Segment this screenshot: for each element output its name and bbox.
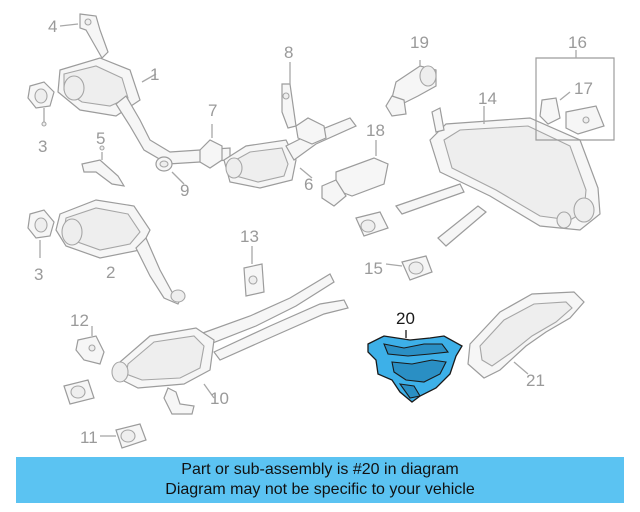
callout-14: 14	[478, 89, 497, 108]
callout-15: 15	[364, 259, 383, 278]
part-3-gasket-lower[interactable]	[27, 209, 55, 258]
part-14-rear-muffler[interactable]	[395, 106, 601, 247]
part-11-clamp-upper[interactable]	[63, 379, 95, 405]
callout-16: 16	[568, 33, 587, 52]
banner-line-2: Diagram may not be specific to your vehi…	[165, 481, 475, 498]
callout-3-upper: 3	[38, 137, 47, 156]
part-13-hanger[interactable]	[243, 246, 265, 297]
part-5-bracket[interactable]	[81, 145, 126, 187]
part-9-clamp[interactable]	[155, 156, 185, 185]
part-17-hanger[interactable]	[539, 91, 605, 135]
part-7-flange[interactable]	[199, 124, 223, 169]
callout-10: 10	[210, 389, 229, 408]
part-2-catalytic-converter[interactable]	[55, 199, 186, 305]
exhaust-system-diagram: 1 2 3 3 4 5 6 7 8 9 10 11 12 13 14 15 16…	[27, 13, 615, 449]
part-18-muffler[interactable]	[321, 140, 389, 207]
part-21-heat-shield[interactable]	[467, 291, 585, 379]
part-15-clamp-upper[interactable]	[355, 211, 389, 237]
part-1-catalytic-converter[interactable]	[57, 57, 231, 165]
callout-13: 13	[240, 227, 259, 246]
callout-3-lower: 3	[34, 265, 43, 284]
part-19-tailpipe[interactable]	[385, 60, 437, 117]
callout-4: 4	[48, 17, 57, 36]
callout-8: 8	[284, 43, 293, 62]
callout-21: 21	[526, 371, 545, 390]
callout-20: 20	[396, 309, 415, 328]
callout-2: 2	[106, 263, 115, 282]
callout-17: 17	[574, 79, 593, 98]
callout-5: 5	[96, 129, 105, 148]
part-11-clamp-lower[interactable]	[100, 423, 147, 449]
part-3-gasket-upper[interactable]	[27, 81, 55, 127]
part-10-center-muffler[interactable]	[111, 273, 349, 415]
callout-11: 11	[80, 428, 98, 447]
callout-12: 12	[70, 311, 89, 330]
part-12-bracket[interactable]	[75, 326, 105, 365]
info-banner: Part or sub-assembly is #20 in diagram D…	[16, 457, 624, 503]
part-16-mount-kit[interactable]	[535, 50, 615, 141]
part-20-heat-shield-highlighted[interactable]	[367, 330, 463, 403]
part-6-catalytic-converter[interactable]	[223, 117, 357, 189]
banner-line-1: Part or sub-assembly is #20 in diagram	[181, 461, 459, 478]
callout-1: 1	[150, 65, 159, 84]
callout-18: 18	[366, 121, 385, 140]
callout-19: 19	[410, 33, 429, 52]
callout-6: 6	[304, 175, 313, 194]
part-15-clamp-lower[interactable]	[385, 255, 433, 281]
callout-9: 9	[180, 181, 189, 200]
part-8-hanger[interactable]	[281, 62, 297, 129]
part-4-bracket[interactable]	[59, 13, 109, 59]
callout-7: 7	[208, 101, 217, 120]
